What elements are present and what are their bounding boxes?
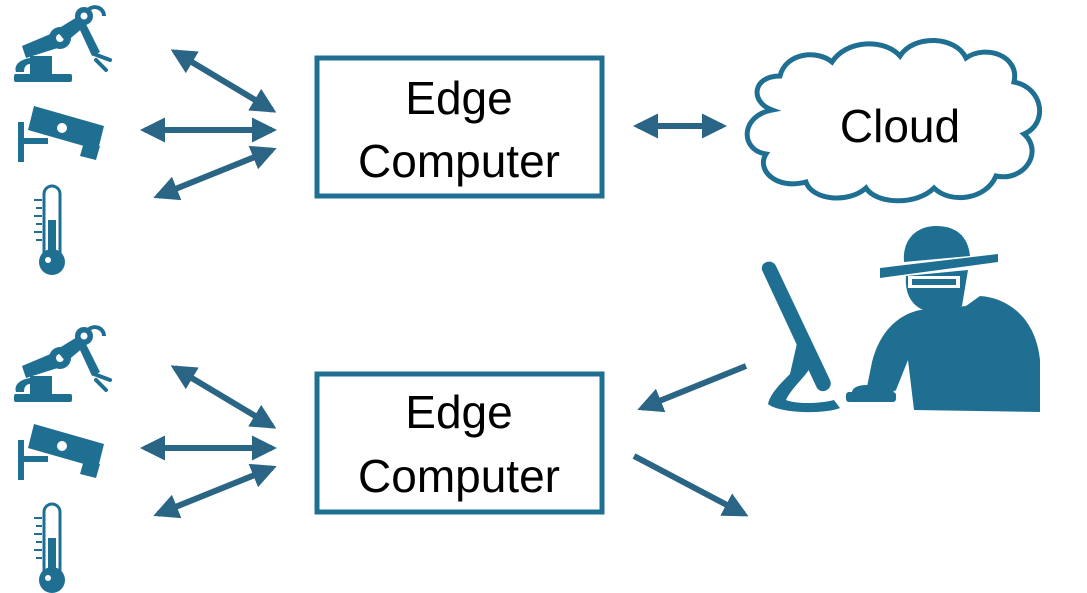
thermo-edge-arrow: [153, 145, 277, 201]
edge-label-line2: Computer: [358, 450, 560, 502]
edge-label-line1: Edge: [405, 386, 512, 438]
exfiltration-arrow: [632, 453, 749, 517]
cloud-label: Cloud: [840, 100, 960, 152]
edge-computer-box: [314, 371, 605, 515]
robot-arm-icon: [12, 5, 112, 84]
robot-arm-icon: [12, 325, 112, 404]
bottom-section: Edge Computer: [12, 226, 1040, 593]
edge-computer-box: [314, 55, 605, 199]
edge-label-line1: Edge: [405, 72, 512, 124]
robot-edge-arrow: [170, 365, 277, 429]
security-camera-icon: [18, 106, 104, 162]
robot-edge-arrow: [170, 49, 277, 113]
hacker-icon: [846, 226, 1040, 412]
thermometer-icon: [32, 502, 67, 593]
top-section: Edge Computer Cloud: [12, 5, 1042, 277]
cloud-shape: [744, 38, 1042, 204]
computer-monitor-icon: [761, 261, 840, 413]
thermometer-icon: [32, 184, 67, 277]
security-camera-icon: [18, 424, 104, 480]
thermo-edge-arrow: [153, 463, 277, 519]
edge-label-line2: Computer: [358, 135, 560, 187]
attacker-inbound-arrow: [637, 363, 748, 413]
